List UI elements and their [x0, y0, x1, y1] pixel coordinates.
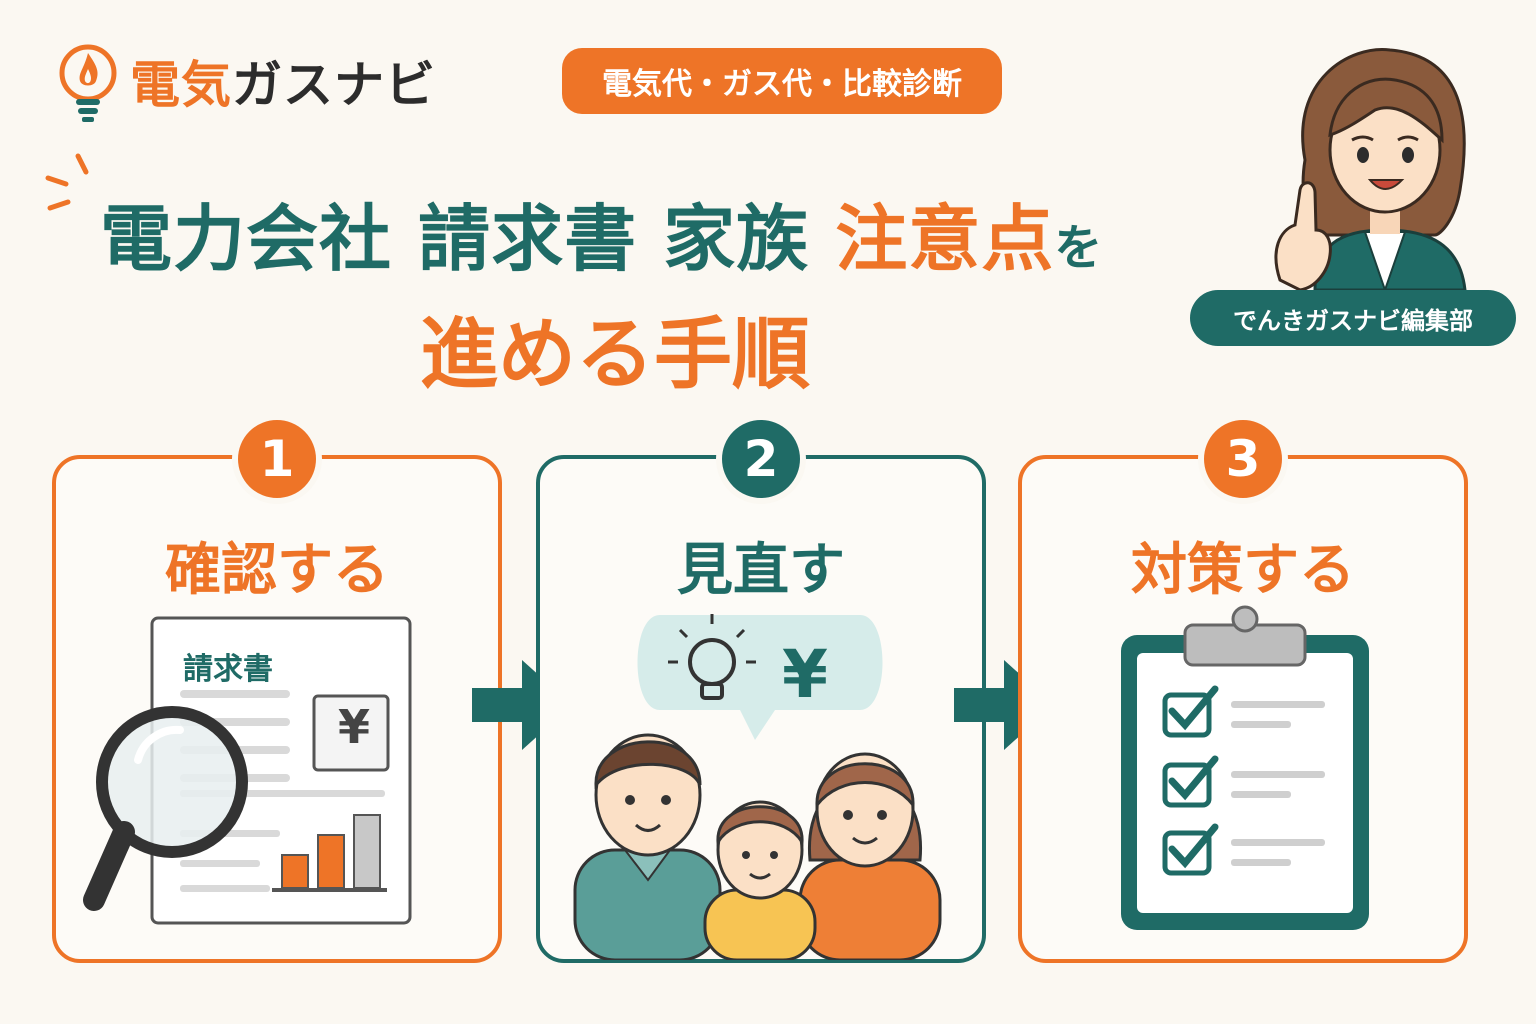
invoice-magnifier-icon — [83, 616, 412, 925]
step-3-label: 対策する — [1131, 538, 1355, 603]
category-tag: 電気代・ガス代・比較診断 — [562, 48, 1002, 114]
clipboard-checklist-icon — [1121, 605, 1369, 930]
logo-text: 電気ガスナビ — [130, 45, 436, 117]
editor-avatar — [1274, 48, 1467, 290]
checkbox-icon — [1162, 685, 1219, 738]
flame-bulb-icon — [59, 44, 117, 122]
family-discussion-icon — [573, 614, 942, 960]
checkbox-icon — [1162, 823, 1219, 876]
title-highlight: 注意点 — [835, 197, 1055, 281]
title-main-text: 電力会社 請求書 家族 — [100, 197, 836, 281]
step-3-number-badge: 3 — [1198, 414, 1288, 504]
brand-logo[interactable]: 電気ガスナビ — [56, 36, 526, 126]
step-1-number-badge: 1 — [232, 414, 322, 504]
title-particle: を — [1054, 220, 1104, 276]
step-2-number-badge: 2 — [716, 414, 806, 504]
step-1-label: 確認する — [165, 538, 389, 603]
invoice-title: 請求書 — [183, 652, 273, 687]
spark-lines-icon — [45, 153, 89, 211]
page-title-line2: 進める手順 — [420, 310, 811, 400]
step-2-label: 見直す — [677, 538, 845, 603]
logo-text-secondary: ガスナビ — [232, 56, 436, 114]
page-title-line1: 電力会社 請求書 家族 注意点を — [100, 180, 1280, 281]
logo-text-primary: 電気 — [130, 56, 232, 114]
invoice-yen-symbol: ¥ — [337, 700, 370, 754]
bubble-yen-symbol: ¥ — [782, 636, 828, 713]
checkbox-icon — [1162, 755, 1219, 808]
editor-badge: でんきガスナビ編集部 — [1190, 290, 1516, 346]
lightbulb-icon — [668, 614, 756, 700]
